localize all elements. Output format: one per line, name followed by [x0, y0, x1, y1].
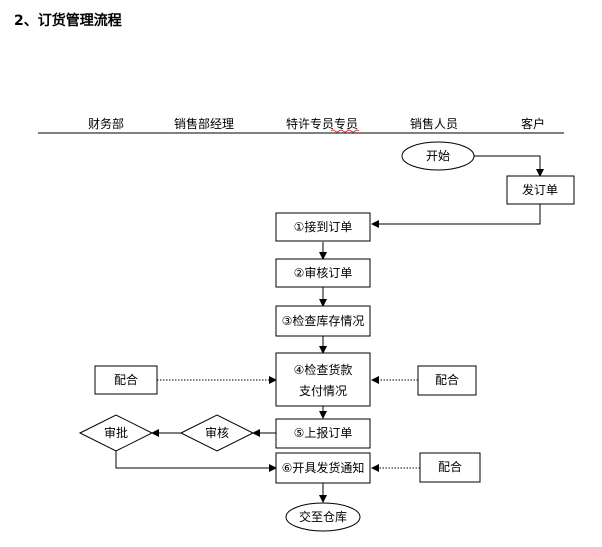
label-check-payment-2: 支付情况: [299, 384, 347, 398]
label-start: 开始: [426, 149, 450, 163]
label-review-order: ②审核订单: [294, 265, 353, 280]
label-issue-notice: ⑥开具发货通知: [282, 460, 365, 475]
spellcheck-underline: [330, 129, 360, 133]
edge-place-order-to-receive: [371, 204, 541, 228]
node-cooperate-sales-a: [417, 365, 477, 396]
label-cooperate-sales-b: 配合: [438, 459, 462, 474]
node-check-stock: [275, 305, 371, 337]
edge-approve-to-notice: [115, 451, 277, 472]
node-cooperate-sales-b: [419, 452, 481, 483]
label-review-decision: 审核: [205, 425, 229, 440]
lane-franchise-specialist: 特许专员专员: [286, 117, 359, 131]
node-approve-decision: [78, 414, 154, 452]
label-receive-order: ①接到订单: [294, 219, 353, 234]
node-issue-notice: [275, 452, 371, 484]
label-place-order: 发订单: [522, 182, 558, 197]
node-report-order: [275, 418, 371, 449]
label-to-warehouse: 交至仓库: [299, 509, 347, 524]
node-start: [401, 141, 475, 171]
node-review-order: [275, 258, 371, 288]
label-approve-decision: 审批: [104, 425, 128, 440]
node-receive-order: [275, 212, 371, 242]
node-review-decision: [179, 414, 255, 452]
node-check-payment: [275, 352, 371, 407]
edge-start-to-place-order: [474, 155, 544, 177]
lane-sales-manager: 销售部经理: [174, 117, 235, 131]
label-report-order: ⑤上报订单: [294, 425, 353, 440]
node-to-warehouse: [285, 502, 361, 532]
page-title: 2、订货管理流程: [14, 13, 122, 29]
lane-salesperson: 销售人员: [410, 117, 459, 131]
lane-finance: 财务部: [88, 117, 125, 131]
node-cooperate-finance: [94, 365, 158, 395]
label-cooperate-finance: 配合: [114, 372, 138, 387]
label-check-stock: ③检查库存情况: [282, 313, 365, 328]
label-check-payment-1: ④检查货款: [294, 362, 353, 377]
node-place-order: [506, 175, 575, 205]
lane-customer: 客户: [521, 117, 546, 131]
label-cooperate-sales-a: 配合: [435, 372, 459, 387]
